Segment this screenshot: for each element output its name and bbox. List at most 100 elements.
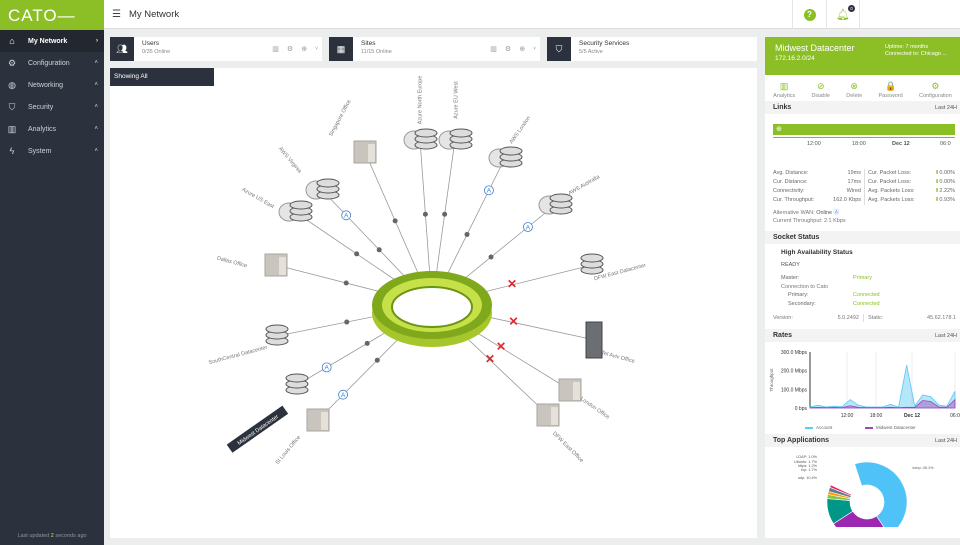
add-icon[interactable]: ⊕ [301,46,308,53]
link-status-dot [344,319,350,325]
link-status-dot [488,254,494,260]
chevron-down-icon[interactable]: ˅ [533,46,536,52]
site-label: Azure North Europe [418,76,424,125]
alt-wan-badge-letter: A [341,392,346,399]
link-down-x-icon: ✕ [496,340,506,354]
site-label: DFW East Office [551,431,584,464]
add-icon[interactable]: ⊕ [519,46,526,53]
site-node[interactable]: Azure US East [241,187,433,306]
server-rack-icon [585,321,603,359]
home-icon: ⌂ [9,36,15,46]
database-icon [285,373,309,383]
x-tick-label: 06:0 [950,413,960,419]
site-label: London Office [579,396,610,421]
password-button[interactable]: 🔒Password [879,81,903,99]
site-label: Azure EU West [454,81,460,119]
pie-label: udp: 10.4% [798,476,818,480]
ring-hole [391,286,473,328]
notifications-button[interactable]: 🔔︎0 [826,0,860,29]
building-side [368,144,375,162]
link-timeline-bar[interactable]: ⊕ [773,124,955,135]
database-icon [316,178,340,188]
site-label: Tel Aviv Office [601,350,636,365]
help-button[interactable]: ? [792,0,826,29]
hamburger-menu-icon[interactable]: ☰ [112,8,121,20]
alt-wan-badge [341,210,352,221]
disable-button[interactable]: ⊘Disable [812,81,830,99]
chevron-icon: › [96,38,98,44]
link-axis-tick: 06:0 [940,141,951,147]
sidebar-item-analytics[interactable]: ▥Analytics˄ [0,118,104,140]
legend-swatch [865,427,873,429]
site-label: AWS London [509,115,532,145]
logo-text: CATO [8,6,58,25]
network-map[interactable]: Showing All Singapore Office Azure North … [110,68,757,538]
chevron-icon: ˄ [94,148,98,154]
site-name: Dallas Office [216,256,248,270]
sidebar-item-label: My Network [28,37,68,45]
legend-swatch [805,427,813,429]
analytics-icon[interactable]: ▥ [272,46,279,53]
alt-wan-badge-letter: A [526,224,531,231]
page-title: My Network [128,8,180,20]
sidebar-item-networking[interactable]: ◍Networking˄ [0,74,104,96]
database-icon [265,324,289,334]
ha-state: READY [781,262,800,269]
top-bar: ☰ My Network ? 🔔︎0 [104,0,960,29]
site-label: Singapore Office [328,99,352,138]
site-name: AWS Virginia [277,146,303,175]
site-details-panel: Midwest Datacenter 172.16.2.0/24 Uptime:… [765,37,960,538]
arrow-down-icon: ⬇ [934,197,940,203]
sidebar-item-label: System [28,147,52,155]
sidebar-item-system[interactable]: ϟ System ˄ [0,140,104,162]
socket-status-header: Socket Status [765,231,960,244]
delete-button[interactable]: ⊗Delete [846,81,862,99]
alt-wan-badge-letter: A [325,365,330,372]
sidebar-item-configuration[interactable]: ⚙Configuration˄ [0,52,104,74]
globe-icon: ◍ [8,79,16,90]
sidebar-item-my-network[interactable]: ⌂ My Network › [0,30,104,52]
notification-badge: 0 [847,5,855,12]
secondary-status: Connected [853,300,880,307]
site-name: DFW East Office [551,431,584,464]
gear-icon[interactable]: ⚙ [504,46,512,53]
midwest-series [809,398,956,409]
y-axis-label: Throughput [769,368,774,392]
link-status-dot [422,211,428,217]
site-name: Tel Aviv Office [601,350,636,365]
configuration-button[interactable]: ⚙Configuration [919,81,952,99]
site-label: AWS Virginia [277,146,303,175]
action-label: Disable [811,93,830,99]
y-tick-label: 100.0 Mbps [781,387,808,393]
chevron-down-icon[interactable]: ˅ [315,46,318,52]
site-subnet: 172.16.2.0/24 [775,55,815,62]
pie-label: tcp: 1.7% [801,468,817,472]
filter-showing-all[interactable]: Showing All [110,68,214,86]
top-applications-chart: icmp: 45.1%udp: 10.4%tcp: 1.7%https: 1.2… [794,455,934,538]
card-title: Security Services [579,40,630,47]
lightning-icon: ϟ [9,146,15,156]
card-title: Sites [361,40,376,47]
site-header: Midwest Datacenter 172.16.2.0/24 Uptime:… [765,37,960,75]
site-name: Midwest Datacenter [237,414,280,447]
building-side [279,257,286,275]
gear-icon[interactable]: ⚙ [286,46,294,53]
site-node[interactable]: Azure North Europe [403,76,438,306]
site-name: St Louis Office [275,435,303,466]
analytics-icon: ▥ [779,81,789,91]
site-node[interactable]: Azure EU West [431,81,473,306]
x-tick-label: 12:00 [841,413,854,419]
sidebar-item-security[interactable]: ⛉Security˄ [0,96,104,118]
analytics-button[interactable]: ▥Analytics [773,81,795,99]
cato-logo[interactable]: CATO— [0,0,104,30]
analytics-icon[interactable]: ▥ [490,46,497,53]
card-subtitle: 11/15 Online [361,49,392,55]
site-label: Dallas Office [216,256,248,270]
link-status-dot [354,251,360,257]
building-side [321,412,328,430]
